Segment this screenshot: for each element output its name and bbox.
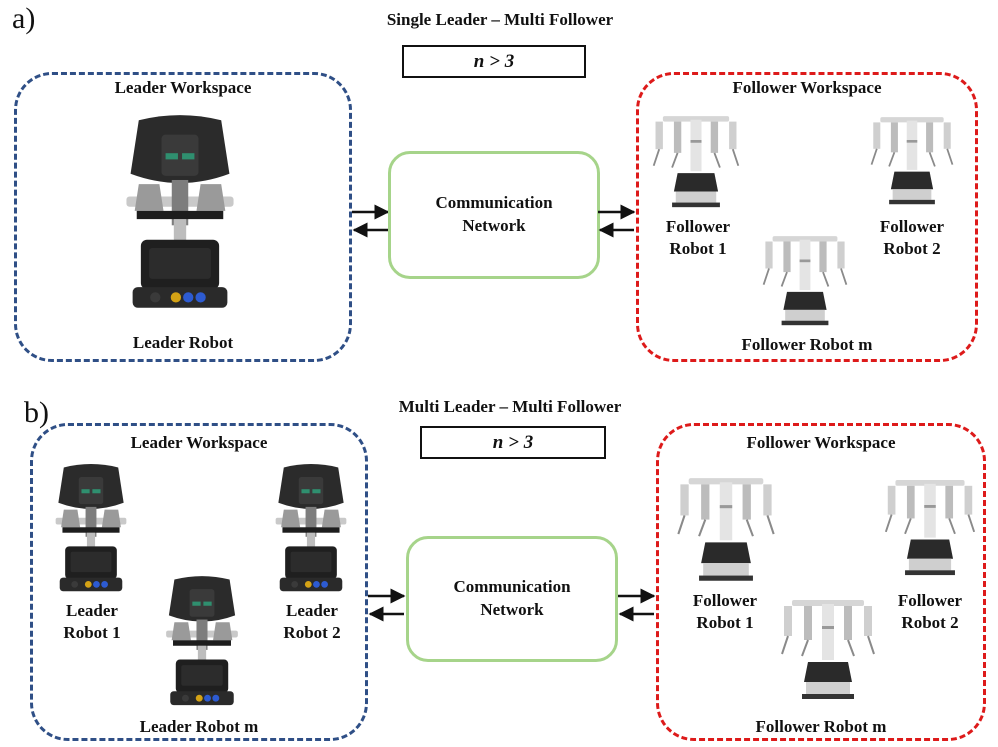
panel-b-f2-line2: Robot 2	[901, 613, 959, 633]
panel-a-f2-line1: Follower	[879, 217, 945, 236]
panel-b-leader-robot-m-icon	[160, 574, 244, 712]
panel-a-title: Single Leader – Multi Follower	[386, 10, 614, 29]
panel-b-leader-robot-1-label: Leader Robot 1	[40, 600, 144, 644]
panel-a-letter: a)	[12, 2, 36, 35]
panel-b-leader-robot-2-label: Leader Robot 2	[260, 600, 364, 644]
panel-a-f1-line2: Robot 1	[669, 239, 727, 259]
panel-b-right-arrows	[618, 588, 656, 622]
panel-b-comm-line2: Network	[480, 600, 544, 619]
panel-a-follower-workspace-label: Follower Workspace	[732, 78, 882, 97]
panel-b-follower-robot-2-icon	[882, 474, 978, 584]
panel-b-follower-robot-2-label: Follower Robot 2	[880, 590, 980, 634]
panel-b-l2-line1: Leader	[286, 601, 338, 620]
panel-b-leader-robot-1-icon	[50, 462, 132, 598]
panel-b-leader-robot-2-icon	[270, 462, 352, 598]
panel-a-right-arrows	[598, 204, 636, 238]
panel-b-leader-workspace-label: Leader Workspace	[130, 433, 268, 452]
panel-a-comm-line1: Communication	[435, 193, 553, 213]
panel-b-communication-network: Communication Network	[406, 536, 618, 662]
panel-b-follower-robot-1-icon	[674, 474, 778, 588]
panel-b-left-arrows	[368, 588, 406, 622]
panel-b-title: Multi Leader – Multi Follower	[398, 397, 622, 416]
panel-a-leader-robot-label: Leader Robot	[132, 333, 234, 352]
panel-b-l2-line2: Robot 2	[283, 623, 341, 643]
panel-b-n-box: n > 3	[420, 426, 606, 459]
panel-b-l1-line1: Leader	[66, 601, 118, 620]
panel-a-leader-console-icon	[118, 112, 242, 318]
panel-a-follower-robot-2-icon	[868, 112, 956, 212]
panel-a-left-arrows	[352, 204, 390, 238]
panel-a-n-box: n > 3	[402, 45, 586, 78]
panel-b-f1-line2: Robot 1	[696, 613, 754, 633]
panel-a-follower-robot-2-label: Follower Robot 2	[862, 216, 962, 260]
panel-a-follower-robot-1-label: Follower Robot 1	[646, 216, 750, 260]
panel-b-follower-robot-1-label: Follower Robot 1	[672, 590, 778, 634]
panel-b-leader-robot-m-label: Leader Robot m	[139, 717, 259, 736]
panel-a-leader-workspace-label: Leader Workspace	[114, 78, 252, 97]
panel-b-follower-workspace-label: Follower Workspace	[746, 433, 896, 452]
panel-b-follower-workspace	[656, 423, 986, 741]
panel-a-communication-network: Communication Network	[388, 151, 600, 279]
panel-b-follower-robot-m-icon	[778, 594, 878, 708]
panel-a-follower-robot-m-icon	[760, 232, 850, 332]
panel-a-follower-robot-m-label: Follower Robot m	[741, 335, 873, 354]
panel-a-leader-workspace	[14, 72, 352, 362]
panel-b-comm-line1: Communication	[453, 577, 571, 597]
panel-b-f1-line1: Follower	[692, 591, 758, 610]
panel-b-leader-workspace	[30, 423, 368, 741]
panel-a-follower-robot-1-icon	[650, 112, 742, 214]
panel-b-l1-line2: Robot 1	[63, 623, 121, 643]
panel-a-comm-line2: Network	[462, 216, 526, 235]
panel-a-f2-line2: Robot 2	[883, 239, 941, 259]
panel-a-follower-workspace	[636, 72, 978, 362]
panel-b-letter: b)	[24, 396, 49, 429]
panel-a-f1-line1: Follower	[665, 217, 731, 236]
panel-b-follower-robot-m-label: Follower Robot m	[755, 717, 887, 736]
panel-b-f2-line1: Follower	[897, 591, 963, 610]
